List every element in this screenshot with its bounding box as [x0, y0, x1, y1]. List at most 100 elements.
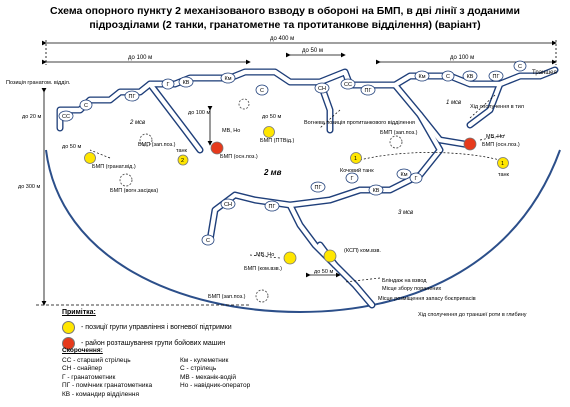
tag-kv3: КВ [368, 184, 384, 196]
abbr-item: ПГ - помічник гранатометника [62, 382, 153, 390]
yellow-bmp-kom [283, 251, 297, 265]
label-bmp-vogn: БМП (вогн.засідка) [110, 188, 158, 194]
yellow-bmp-ptvid [263, 126, 275, 138]
label-dim-mid50: до 50 м [302, 48, 323, 54]
label-dim-300: до 300 м [18, 184, 41, 190]
bmp-zap-pos-3 [255, 289, 269, 303]
label-dim-400: до 400 м [270, 36, 294, 42]
label-tank-2: танк [176, 148, 188, 154]
abbreviations: Скорочення: СС - старший стрілець СН - с… [62, 347, 250, 398]
legend-title: Примітка: [62, 309, 96, 316]
label-mv-no-1: МВ, Но [222, 128, 240, 134]
label-passage-1: Хід сполучення в тил [470, 104, 524, 110]
svg-text:С: С [518, 64, 522, 70]
tag-kv2: КВ [462, 70, 478, 82]
legend-row-red: - район розташування групи бойових машин [62, 337, 232, 350]
tag-s4: С [513, 60, 527, 72]
label-tank-1: танк [498, 172, 510, 178]
tag-sn2: СН [220, 198, 236, 210]
tag-pg5: ПГ [264, 200, 280, 212]
tag-km2: Км [414, 70, 430, 82]
boundary-arc [45, 149, 561, 314]
label-ammo: Місце розміщення запасу боєприпасів [378, 296, 476, 302]
legend-row-yellow: - позиції групи управління і вогневої пі… [62, 321, 232, 334]
abbr-item: МВ - механік-водій [180, 373, 237, 381]
label-bmp-zap-1: БМП (зап.поз.) [380, 130, 418, 136]
abbreviations-left: СС - старший стрілець СН - снайпер Г - г… [62, 357, 152, 399]
label-ksp: (КСП) ком.взв. [344, 248, 381, 254]
abbr-item: СС - старший стрілець [62, 357, 131, 364]
svg-text:ПГ: ПГ [365, 88, 372, 94]
bmp-zap-pos-2 [119, 173, 133, 187]
abbr-item: Но - навідник-оператор [180, 382, 251, 390]
bmp-granat-pos [139, 133, 153, 147]
tag-pg3: ПГ [488, 70, 504, 82]
label-dim-center50: до 50 м [262, 114, 281, 120]
svg-text:КВ: КВ [467, 74, 474, 80]
num-1-tank: 1 [501, 161, 504, 167]
label-tank-nomad: Кочовий танк [340, 167, 374, 174]
label-bmp-zap-2: БМП (зап.поз.) [138, 142, 176, 148]
svg-text:С: С [446, 74, 450, 80]
num-2-tank: 2 [181, 158, 184, 164]
label-squad-2-center: 2 мв [263, 168, 282, 177]
yellow-ksp [323, 249, 337, 263]
label-squad-3: 3 мсв [398, 210, 413, 216]
label-trench: Траншея [532, 70, 557, 76]
bmp-pos-dashed [238, 98, 250, 110]
label-dim-right100: до 100 м [450, 55, 474, 61]
label-bmp-ptvid: БМП (ПТВід.) [260, 138, 294, 144]
abbreviations-right: Км - кулеметник С - стрілець МВ - механі… [180, 357, 250, 391]
tag-kv1: КВ [178, 76, 194, 88]
svg-text:С: С [84, 103, 88, 109]
svg-text:С: С [206, 238, 210, 244]
svg-text:Г: Г [351, 176, 354, 182]
label-dim-center100: до 100 м [188, 110, 211, 116]
abbr-item: С - стрілець [180, 365, 217, 373]
yellow-dot-icon [62, 321, 75, 334]
label-bmp-osn-2: БМП (осн.поз.) [482, 142, 520, 148]
label-bmp-granat: БМП (гранат.від.) [92, 164, 136, 170]
tag-pg2: ПГ [360, 84, 376, 96]
tag-s5: С [201, 234, 215, 246]
legend-red-text: - район розташування групи бойових машин [81, 339, 226, 347]
tag-pg4: ПГ [310, 181, 326, 193]
svg-text:Г: Г [167, 82, 170, 88]
abbr-item: КВ - командир відділення [62, 390, 139, 398]
label-mv-no-3: МВ, Но [256, 252, 274, 258]
tag-ss1: СС [58, 110, 74, 122]
svg-text:Км: Км [419, 74, 426, 80]
abbr-item: Км - кулеметник [180, 357, 229, 364]
svg-text:КВ: КВ [373, 188, 380, 194]
label-bmp-kom: БМП (ком.взв.) [244, 266, 282, 272]
label-bmp-zap-3: БМП (зап.поз.) [208, 294, 246, 300]
label-fire-pos: Вогнева позиція протитанкового відділенн… [304, 120, 415, 126]
abbreviations-title: Скорочення: [62, 347, 103, 354]
tag-ss2: СС [340, 78, 356, 90]
yellow-tank-nomad [350, 152, 362, 164]
red-bmp-osn-2 [463, 137, 477, 151]
abbr-item: СН - снайпер [62, 365, 102, 373]
label-grenade-pos: Позиція гранатом. відділ. [6, 80, 71, 86]
tag-km3: Км [396, 168, 412, 180]
red-bmp-osn-1 [210, 141, 224, 155]
svg-text:СС: СС [344, 82, 352, 88]
label-dim-bottom50: до 50 м [314, 269, 333, 275]
bmp-zap-pos-1 [389, 135, 403, 149]
svg-text:С: С [260, 88, 264, 94]
label-bmp-osn-1: БМП (осн.поз.) [220, 154, 258, 160]
label-dim-bmp50: до 50 м [62, 144, 81, 150]
svg-text:СН: СН [318, 86, 326, 92]
tag-s2: С [255, 84, 269, 96]
tag-g1: Г [161, 78, 175, 90]
yellow-tank-1 [497, 157, 509, 169]
tag-s1: С [79, 99, 93, 111]
tag-g3: Г [409, 172, 423, 184]
tag-pg1: ПГ [124, 90, 140, 102]
tag-km1: Км [220, 72, 236, 84]
svg-text:КВ: КВ [183, 80, 190, 86]
svg-text:СС: СС [62, 114, 70, 120]
svg-text:ПГ: ПГ [269, 204, 276, 210]
svg-text:СН: СН [224, 202, 232, 208]
